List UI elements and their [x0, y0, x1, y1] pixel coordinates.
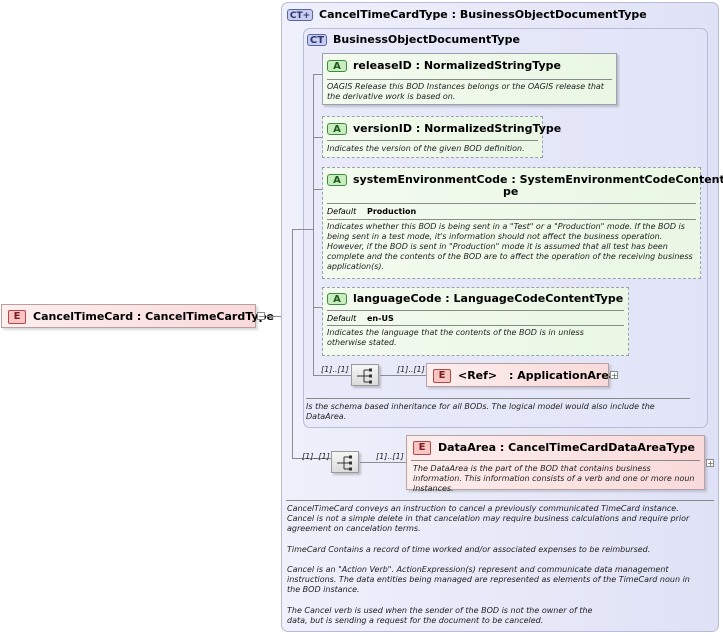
- element-name: ApplicationArea: [517, 369, 617, 382]
- attribute-title: versionID : NormalizedStringType: [353, 122, 562, 135]
- connector: [292, 229, 293, 458]
- root-collapse-toggle[interactable]: −: [257, 312, 265, 321]
- attribute-doc: Indicates whether this BOD is being sent…: [327, 222, 693, 271]
- attribute-name: releaseID: [353, 59, 412, 72]
- separator: [327, 140, 538, 141]
- connector: [313, 74, 322, 75]
- element-name: DataArea: [438, 441, 497, 454]
- complex-type-name: CancelTimeCardType: [319, 8, 448, 21]
- attribute-name: versionID: [353, 122, 412, 135]
- connector: [313, 375, 351, 376]
- connector: [313, 137, 322, 138]
- attribute-type: NormalizedStringType: [424, 122, 562, 135]
- root-element-type: CancelTimeCardType: [145, 310, 274, 323]
- attribute-releaseid[interactable]: A releaseID : NormalizedStringType OAGIS…: [322, 53, 617, 105]
- separator: [327, 310, 624, 311]
- connector: [313, 74, 314, 375]
- ct-badge: CT+: [287, 9, 313, 21]
- element-title: : ApplicationArea: [509, 369, 617, 382]
- base-ct-badge: CT: [307, 34, 327, 46]
- element-badge: E: [8, 310, 26, 324]
- separator: [306, 398, 690, 399]
- element-badge: E: [413, 441, 431, 455]
- sequence-cardinality: [1]..[1]: [321, 365, 349, 374]
- complex-type-base: BusinessObjectDocumentType: [459, 8, 647, 21]
- attribute-name: languageCode: [353, 292, 442, 305]
- sequence-compositor-icon[interactable]: [331, 451, 359, 473]
- description-para-5: data, but is sending a request for the d…: [287, 616, 544, 625]
- connector: [313, 307, 322, 308]
- attribute-badge: A: [327, 174, 347, 186]
- element-cardinality: [1]..[1]: [397, 365, 425, 374]
- description-para-1: CancelTimeCard conveys an instruction to…: [287, 504, 690, 533]
- element-dataarea[interactable]: E DataArea : CancelTimeCardDataAreaType …: [406, 435, 705, 493]
- attribute-type: NormalizedStringType: [423, 59, 561, 72]
- base-type-name: BusinessObjectDocumentType: [333, 33, 520, 46]
- default-label: Default: [327, 207, 357, 216]
- attribute-versionid[interactable]: A versionID : NormalizedStringType Indic…: [322, 116, 561, 158]
- element-title: DataArea : CancelTimeCardDataAreaType: [438, 441, 695, 454]
- sequence-cardinality: [1]..[1]: [302, 452, 330, 461]
- default-value: en-US: [367, 314, 394, 323]
- attribute-doc: Indicates the version of the given BOD d…: [327, 144, 525, 153]
- element-cardinality: [1]..[1]: [376, 452, 404, 461]
- element-badge: E: [433, 369, 451, 383]
- separator: [327, 325, 624, 326]
- sequence-compositor-icon[interactable]: [351, 364, 379, 386]
- complex-type-title: CancelTimeCardType : BusinessObjectDocum…: [319, 8, 647, 21]
- element-doc: The DataArea is the part of the BOD that…: [413, 464, 695, 493]
- attribute-badge: A: [327, 123, 347, 135]
- attribute-type: SystemEnvironmentCodeContentTy: [519, 173, 723, 186]
- attribute-title: languageCode : LanguageCodeContentType: [353, 292, 624, 305]
- root-element-title: CancelTimeCard : CancelTimeCardType: [33, 310, 274, 323]
- attribute-badge: A: [327, 293, 347, 305]
- attribute-badge: A: [327, 60, 347, 72]
- expand-toggle[interactable]: +: [706, 459, 714, 468]
- description-para-2: TimeCard Contains a record of time worke…: [287, 545, 651, 554]
- connector: [292, 458, 331, 459]
- element-applicationarea[interactable]: E <Ref> : ApplicationArea: [426, 363, 616, 387]
- root-element-box[interactable]: E CancelTimeCard : CancelTimeCardType: [1, 304, 274, 328]
- separator: [286, 500, 714, 501]
- separator: [327, 203, 696, 204]
- connector: [360, 462, 406, 463]
- attribute-systemenvironmentcode[interactable]: A systemEnvironmentCode : SystemEnvironm…: [322, 167, 723, 279]
- separator: [411, 460, 700, 461]
- description-para-3: Cancel is an "Action Verb". ActionExpres…: [287, 565, 690, 594]
- default-label: Default: [327, 314, 357, 323]
- attribute-type: LanguageCodeContentType: [453, 292, 624, 305]
- root-element-name: CancelTimeCard: [33, 310, 134, 323]
- attribute-type-cont: pe: [503, 185, 519, 198]
- expand-toggle[interactable]: +: [610, 371, 618, 380]
- ref-label: <Ref>: [458, 369, 498, 382]
- separator: [327, 79, 612, 80]
- element-type: CancelTimeCardDataAreaType: [508, 441, 695, 454]
- attribute-title: releaseID : NormalizedStringType: [353, 59, 561, 72]
- connector: [292, 229, 313, 230]
- attribute-doc: Indicates the language that the contents…: [327, 328, 584, 347]
- base-type-doc: Is the schema based inheritance for all …: [306, 402, 655, 421]
- separator: [327, 219, 696, 220]
- connector: [380, 375, 426, 376]
- connector: [266, 316, 292, 317]
- default-value: Production: [367, 207, 417, 216]
- attribute-languagecode[interactable]: A languageCode : LanguageCodeContentType…: [322, 287, 629, 356]
- attribute-doc: OAGIS Release this BOD Instances belongs…: [327, 82, 604, 101]
- attribute-name: systemEnvironmentCode: [353, 173, 508, 186]
- attribute-title: systemEnvironmentCode : SystemEnvironmen…: [353, 173, 723, 186]
- connector: [313, 189, 322, 190]
- description-para-4: The Cancel verb is used when the sender …: [287, 606, 593, 615]
